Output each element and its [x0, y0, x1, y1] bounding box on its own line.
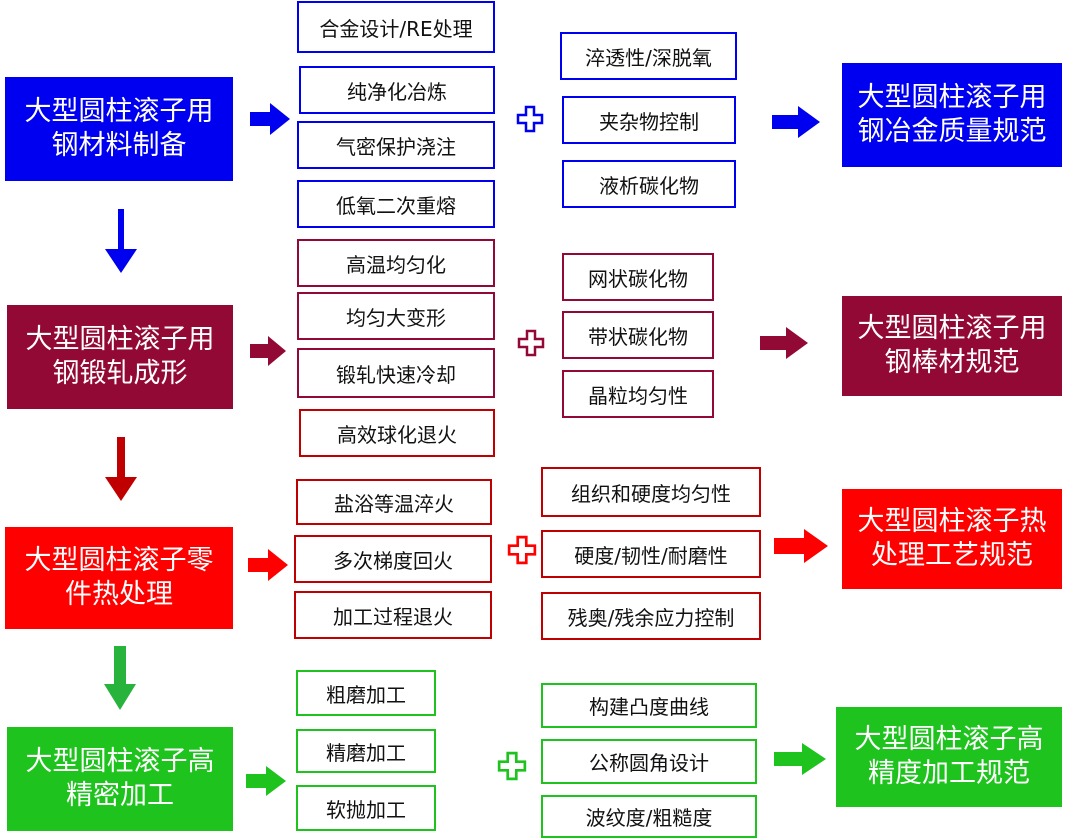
down-arrow-icon — [104, 646, 136, 710]
plus-icon — [516, 105, 544, 133]
process-box: 纯净化冶炼 — [299, 66, 495, 114]
down-arrow-icon — [105, 437, 137, 501]
quality-box: 残奥/残余应力控制 — [541, 592, 761, 640]
right-arrow-shape — [760, 327, 808, 359]
spec-label: 大型圆柱滚子用钢棒材规范 — [857, 313, 1047, 378]
plus-shape — [517, 329, 545, 357]
quality-box: 带状碳化物 — [562, 311, 714, 359]
process-label: 加工过程退火 — [333, 604, 453, 629]
quality-label: 硬度/韧性/耐磨性 — [574, 543, 728, 568]
stage-label: 大型圆柱滚子用钢材料制备 — [24, 96, 214, 161]
quality-label: 带状碳化物 — [588, 324, 688, 349]
stage-label: 大型圆柱滚子零件热处理 — [24, 545, 214, 610]
plus-icon — [517, 329, 545, 357]
process-box: 低氧二次重熔 — [297, 180, 495, 228]
process-label: 高效球化退火 — [337, 422, 457, 447]
quality-box: 淬透性/深脱氧 — [560, 32, 737, 80]
process-label: 软抛加工 — [326, 797, 406, 822]
quality-label: 构建凸度曲线 — [589, 695, 709, 719]
down-arrow-shape — [105, 209, 137, 273]
right-arrow-icon — [250, 336, 286, 366]
right-arrow-icon — [774, 743, 826, 775]
stage-box-precision-machining: 大型圆柱滚子高精密加工 — [7, 727, 233, 831]
process-label: 锻轧快速冷却 — [336, 362, 456, 387]
right-arrow-icon — [250, 103, 290, 135]
quality-box: 公称圆角设计 — [541, 739, 757, 784]
down-arrow-shape — [104, 646, 136, 710]
process-box: 高效球化退火 — [299, 409, 495, 457]
process-label: 精磨加工 — [326, 740, 406, 765]
quality-box: 液析碳化物 — [562, 160, 736, 208]
right-arrow-shape — [772, 106, 820, 138]
spec-box-bar-stock: 大型圆柱滚子用钢棒材规范 — [842, 296, 1062, 396]
spec-label: 大型圆柱滚子热处理工艺规范 — [857, 506, 1047, 571]
quality-label: 夹杂物控制 — [599, 109, 699, 134]
process-label: 粗磨加工 — [326, 682, 406, 707]
right-arrow-shape — [248, 549, 288, 581]
plus-icon — [497, 751, 527, 781]
right-arrow-icon — [248, 549, 288, 581]
process-box: 气密保护浇注 — [297, 121, 495, 169]
quality-label: 公称圆角设计 — [589, 751, 709, 775]
spec-box-heat-treatment-process: 大型圆柱滚子热处理工艺规范 — [842, 489, 1062, 589]
quality-box: 波纹度/粗糙度 — [541, 795, 757, 838]
quality-label: 网状碳化物 — [588, 266, 688, 291]
right-arrow-shape — [774, 743, 826, 775]
right-arrow-shape — [250, 103, 290, 135]
process-box: 加工过程退火 — [294, 591, 492, 639]
process-box: 盐浴等温淬火 — [296, 479, 492, 525]
plus-icon — [507, 535, 537, 565]
spec-box-metallurgical-quality: 大型圆柱滚子用钢冶金质量规范 — [842, 63, 1062, 167]
stage-label: 大型圆柱滚子高精密加工 — [25, 746, 215, 811]
right-arrow-shape — [774, 529, 828, 563]
right-arrow-shape — [246, 766, 286, 796]
quality-label: 晶粒均匀性 — [588, 383, 688, 408]
quality-label: 波纹度/粗糙度 — [585, 806, 713, 830]
process-box: 多次梯度回火 — [294, 535, 492, 583]
quality-label: 液析碳化物 — [599, 173, 699, 198]
right-arrow-icon — [772, 106, 820, 138]
process-label: 纯净化冶炼 — [347, 79, 447, 104]
quality-box: 硬度/韧性/耐磨性 — [541, 530, 761, 578]
process-box: 均匀大变形 — [297, 292, 495, 340]
plus-shape — [507, 535, 537, 565]
process-label: 低氧二次重熔 — [336, 193, 456, 218]
process-box: 软抛加工 — [296, 785, 436, 831]
spec-box-precision-machining: 大型圆柱滚子高精度加工规范 — [836, 707, 1062, 807]
plus-shape — [497, 751, 527, 781]
down-arrow-shape — [105, 437, 137, 501]
spec-label: 大型圆柱滚子用钢冶金质量规范 — [857, 82, 1047, 147]
process-box: 合金设计/RE处理 — [297, 1, 495, 53]
right-arrow-shape — [250, 336, 286, 366]
right-arrow-icon — [774, 529, 828, 563]
stage-box-heat-treatment: 大型圆柱滚子零件热处理 — [5, 527, 233, 629]
process-box: 粗磨加工 — [296, 670, 436, 716]
process-box: 精磨加工 — [296, 729, 436, 773]
down-arrow-icon — [105, 209, 137, 273]
process-label: 气密保护浇注 — [336, 134, 456, 159]
stage-box-material-preparation: 大型圆柱滚子用钢材料制备 — [5, 77, 233, 181]
stage-label: 大型圆柱滚子用钢锻轧成形 — [25, 324, 215, 389]
quality-label: 淬透性/深脱氧 — [585, 45, 712, 70]
right-arrow-icon — [760, 327, 808, 359]
process-label: 高温均匀化 — [346, 252, 446, 277]
process-box: 锻轧快速冷却 — [297, 348, 495, 398]
process-label: 合金设计/RE处理 — [319, 16, 473, 41]
quality-box: 网状碳化物 — [562, 253, 714, 301]
plus-shape — [516, 105, 544, 133]
spec-label: 大型圆柱滚子高精度加工规范 — [854, 724, 1044, 789]
process-box: 高温均匀化 — [297, 239, 495, 287]
quality-label: 组织和硬度均匀性 — [571, 481, 731, 506]
right-arrow-icon — [246, 766, 286, 796]
stage-box-forging-rolling: 大型圆柱滚子用钢锻轧成形 — [7, 305, 233, 409]
quality-box: 晶粒均匀性 — [562, 370, 714, 418]
quality-box: 夹杂物控制 — [562, 96, 736, 144]
quality-label: 残奥/残余应力控制 — [567, 605, 735, 630]
quality-box: 组织和硬度均匀性 — [541, 467, 761, 517]
quality-box: 构建凸度曲线 — [541, 683, 757, 728]
process-label: 多次梯度回火 — [333, 548, 453, 573]
process-label: 盐浴等温淬火 — [334, 491, 454, 516]
process-label: 均匀大变形 — [346, 305, 446, 330]
